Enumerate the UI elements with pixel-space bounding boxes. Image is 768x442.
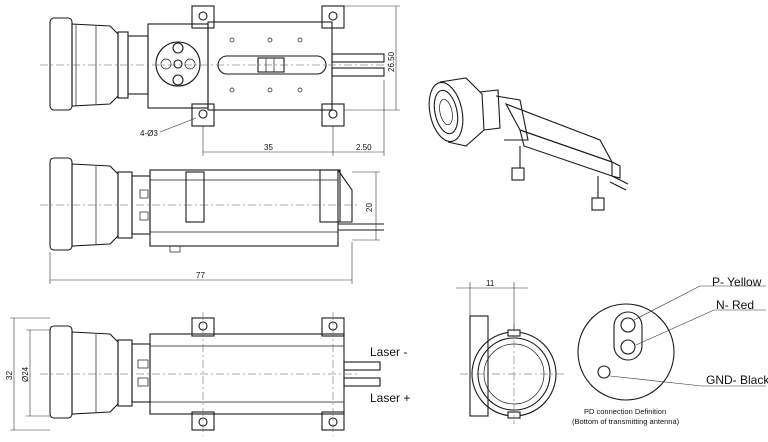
- label-laser-minus: Laser -: [370, 345, 407, 359]
- top-view: [40, 5, 400, 156]
- label-gnd-black: GND- Black: [706, 373, 768, 387]
- label-laser-plus: Laser +: [370, 391, 410, 405]
- label-n-red: N- Red: [716, 298, 754, 312]
- label-pd-definition-sub: (Bottom of transmitting antenna): [572, 417, 680, 426]
- label-pd-definition: PD connection Definition: [584, 407, 666, 416]
- dim-top-offset: 2.50: [356, 143, 372, 152]
- dim-front-diameter: Ø24: [21, 366, 30, 382]
- dim-holes: 4-Ø3: [140, 129, 158, 138]
- label-p-yellow: P- Yellow: [712, 275, 762, 289]
- dim-end-width: 11: [486, 279, 495, 288]
- pd-connection-view: [577, 285, 766, 401]
- dim-side-height: 20: [365, 203, 374, 212]
- isometric-view: [428, 77, 629, 211]
- dim-top-width: 35: [264, 143, 273, 152]
- bottom-view: [10, 312, 381, 436]
- dim-side-length: 77: [196, 271, 205, 280]
- end-view: [456, 282, 566, 424]
- side-view: [40, 157, 384, 284]
- dim-top-height: 26.50: [387, 51, 396, 72]
- dim-front-height: 32: [5, 371, 14, 380]
